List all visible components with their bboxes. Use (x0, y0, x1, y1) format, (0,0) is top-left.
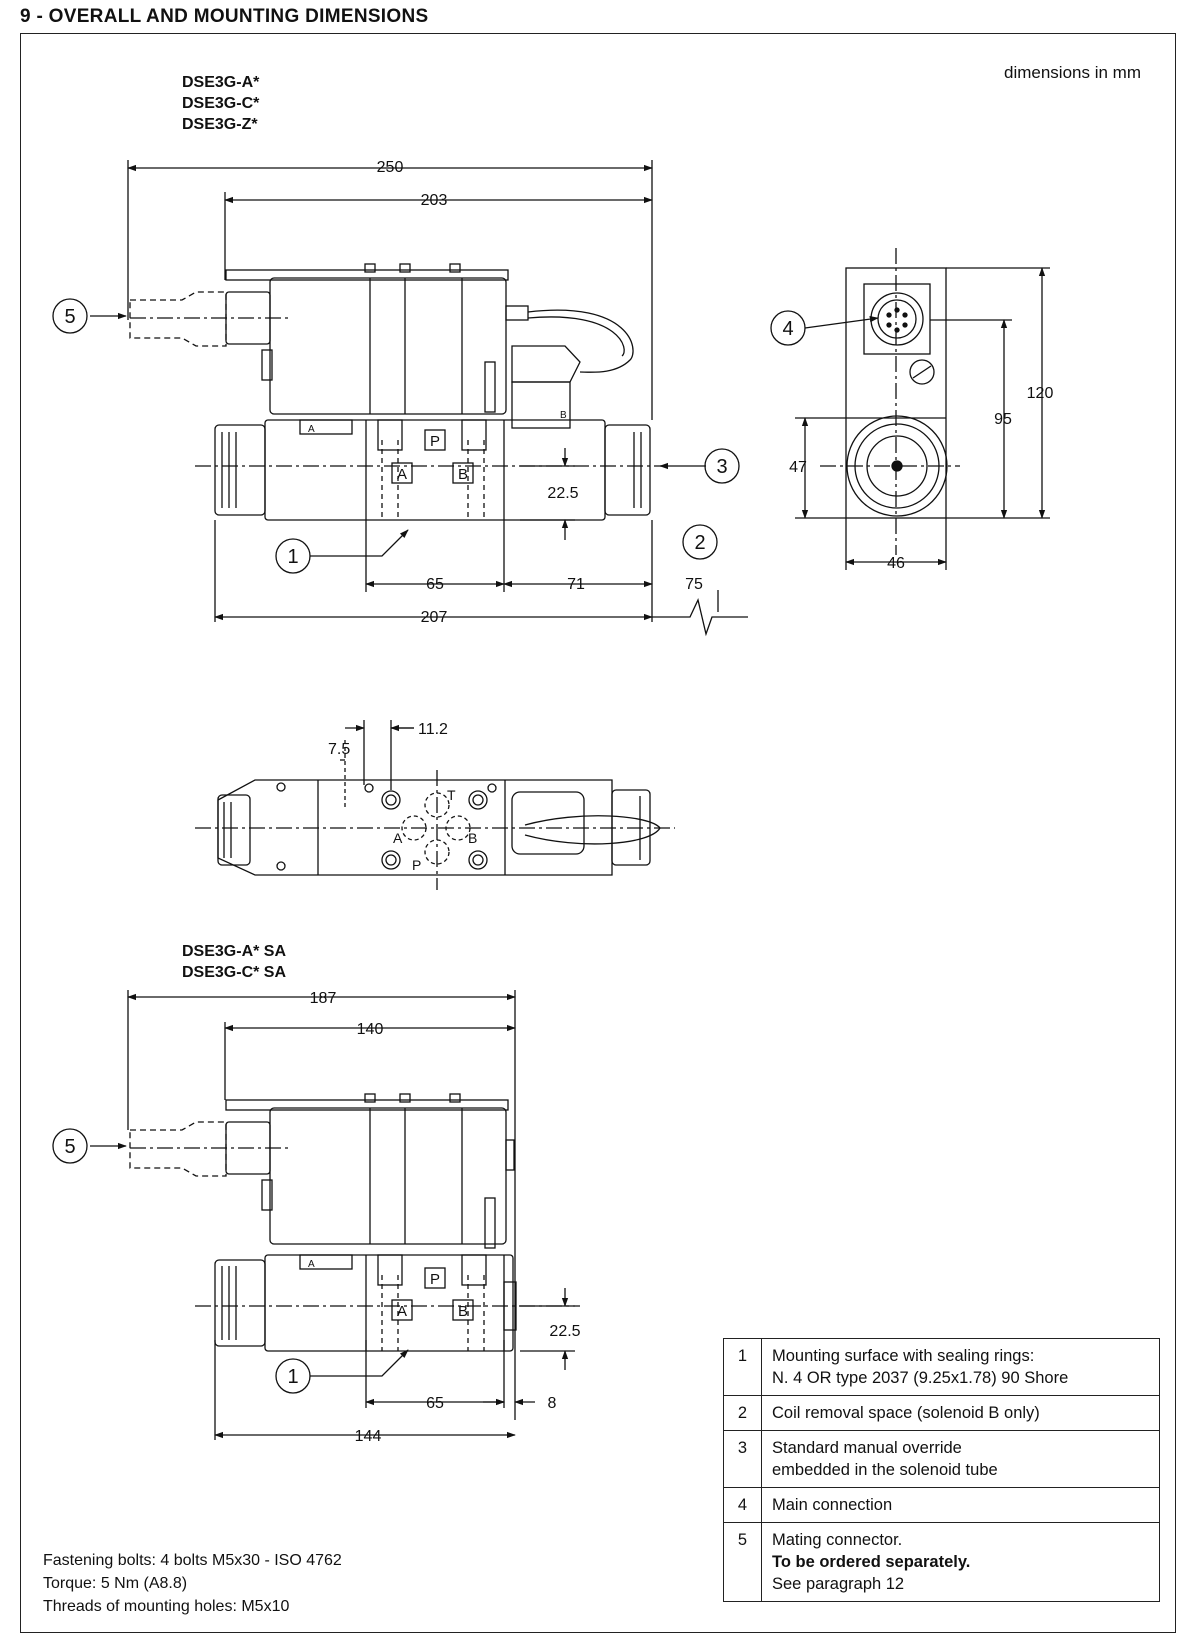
dim-187: 187 (310, 990, 337, 1007)
dim-95: 95 (994, 411, 1012, 428)
front-view-top (52, 160, 748, 637)
dim-250: 250 (377, 159, 404, 176)
legend-line: N. 4 OR type 2037 (9.25x1.78) 90 Shore (772, 1369, 1069, 1387)
dim-144: 144 (355, 1428, 382, 1445)
fastening-line: Threads of mounting holes: M5x10 (43, 1598, 290, 1615)
port-p: P (430, 1271, 440, 1288)
port-b: B (468, 830, 477, 846)
port-b: B (458, 1303, 468, 1320)
legend-text: Standard manual override embedded in the … (761, 1430, 1160, 1488)
legend-line: Mating connector. (772, 1531, 903, 1549)
legend-row: 2 Coil removal space (solenoid B only) (723, 1395, 1160, 1431)
legend-line: Standard manual override (772, 1439, 962, 1457)
legend-text: Coil removal space (solenoid B only) (761, 1395, 1160, 1431)
side-view (770, 248, 1050, 570)
legend-num: 2 (723, 1395, 762, 1431)
model-label: DSE3G-A* (182, 74, 260, 91)
dim-75: 75 (685, 576, 703, 593)
port-a: A (397, 1303, 407, 1320)
fastening-line: Fastening bolts: 4 bolts M5x30 - ISO 476… (43, 1552, 342, 1569)
dim-46: 46 (887, 555, 905, 572)
port-p: P (430, 433, 440, 450)
callout-4: 4 (782, 318, 793, 340)
dim-22-5: 22.5 (547, 485, 578, 502)
legend-line: See paragraph 12 (772, 1575, 905, 1593)
callout-5: 5 (64, 306, 75, 328)
coil-label-b: B (560, 410, 567, 421)
model-label: DSE3G-C* SA (182, 964, 287, 981)
legend-text: Main connection (761, 1487, 1160, 1523)
models-bottom: DSE3G-A* SA DSE3G-C* SA (182, 941, 286, 983)
dim-71: 71 (567, 576, 585, 593)
port-b: B (458, 466, 468, 483)
models-top: DSE3G-A* DSE3G-C* DSE3G-Z* (182, 72, 259, 135)
plan-view (195, 720, 675, 890)
port-a: A (393, 830, 403, 846)
dim-140: 140 (357, 1021, 384, 1038)
fastening-line: Torque: 5 Nm (A8.8) (43, 1575, 188, 1592)
dim-65: 65 (426, 576, 444, 593)
dim-7-5: 7.5 (328, 741, 350, 758)
dim-11-2: 11.2 (418, 721, 448, 738)
legend-num: 5 (723, 1522, 762, 1602)
port-a: A (397, 466, 407, 483)
dim-207: 207 (421, 609, 448, 626)
callout-3: 3 (716, 456, 727, 478)
legend-text: Mating connector. To be ordered separatel… (761, 1522, 1160, 1602)
callout-2: 2 (694, 532, 705, 554)
port-t: T (447, 787, 456, 803)
port-p: P (412, 857, 421, 873)
front-view-bottom (52, 990, 580, 1440)
dim-120: 120 (1027, 385, 1054, 402)
legend-line: embedded in the solenoid tube (772, 1461, 998, 1479)
dim-203: 203 (421, 192, 448, 209)
dim-8: 8 (548, 1395, 557, 1412)
legend-table: 1 Mounting surface with sealing rings: N.… (723, 1338, 1160, 1602)
legend-num: 3 (723, 1430, 762, 1488)
model-label: DSE3G-C* (182, 95, 260, 112)
fastening-notes: Fastening bolts: 4 bolts M5x30 - ISO 476… (43, 1549, 342, 1618)
legend-text: Mounting surface with sealing rings: N. 4… (761, 1338, 1160, 1396)
callout-1: 1 (287, 1366, 298, 1388)
dim-65: 65 (426, 1395, 444, 1412)
callout-5: 5 (64, 1136, 75, 1158)
legend-row: 3 Standard manual override embedded in th… (723, 1430, 1160, 1488)
legend-row: 5 Mating connector. To be ordered separat… (723, 1522, 1160, 1602)
section-heading: 9 - OVERALL AND MOUNTING DIMENSIONS (20, 6, 429, 27)
legend-line: To be ordered separately. (772, 1553, 971, 1571)
drawing-frame (20, 33, 1176, 1633)
legend-line: Mounting surface with sealing rings: (772, 1347, 1035, 1365)
legend-line: Coil removal space (solenoid B only) (772, 1404, 1040, 1422)
callout-1: 1 (287, 546, 298, 568)
coil-label-a: A (308, 1259, 315, 1270)
coil-label-a: A (308, 424, 315, 435)
model-label: DSE3G-Z* (182, 116, 258, 133)
model-label: DSE3G-A* SA (182, 943, 287, 960)
dim-22-5: 22.5 (549, 1323, 580, 1340)
units-note: dimensions in mm (1004, 63, 1141, 82)
legend-row: 1 Mounting surface with sealing rings: N.… (723, 1338, 1160, 1396)
dim-47: 47 (789, 459, 807, 476)
legend-num: 1 (723, 1338, 762, 1396)
legend-line: Main connection (772, 1496, 893, 1514)
legend-num: 4 (723, 1487, 762, 1523)
legend-row: 4 Main connection (723, 1487, 1160, 1523)
